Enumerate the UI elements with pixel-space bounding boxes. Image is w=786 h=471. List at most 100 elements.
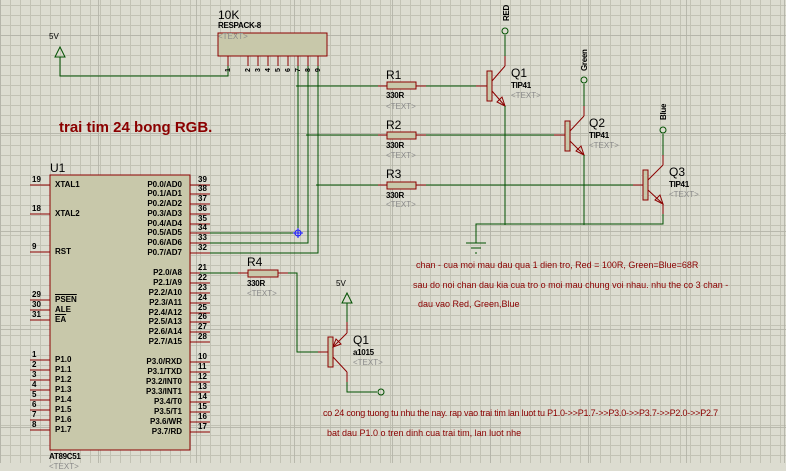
page-title: trai tim 24 bong RGB. bbox=[59, 119, 213, 136]
mcu-pin-number: 5 bbox=[32, 390, 37, 399]
mcu-pin-number: 24 bbox=[198, 293, 207, 302]
mcu-pin-number: 23 bbox=[198, 283, 207, 292]
mcu-ref: U1 bbox=[50, 161, 66, 175]
mcu-pin-number: 34 bbox=[198, 223, 207, 232]
transistor-q1-tip41[interactable] bbox=[486, 56, 506, 107]
mcu-pin-number: 35 bbox=[198, 214, 207, 223]
mcu-pin-name: P3.6/WR bbox=[149, 417, 182, 426]
power-terminal-5v-top[interactable] bbox=[54, 45, 66, 58]
transistor-q3-tip41[interactable] bbox=[642, 155, 664, 214]
mcu-pin-number: 8 bbox=[32, 420, 37, 429]
mcu-pin-name: P3.2/INT0 bbox=[145, 377, 182, 386]
mcu-pin-number: 1 bbox=[32, 350, 37, 359]
mcu-pin-name: P1.0 bbox=[55, 355, 72, 364]
mcu-pin-number: 13 bbox=[198, 382, 207, 391]
terminal-label-green: Green bbox=[580, 49, 589, 71]
mcu-pin-number: 18 bbox=[32, 204, 41, 213]
terminal-blue[interactable] bbox=[659, 126, 667, 134]
mcu-pin-name: P2.7/A15 bbox=[148, 337, 182, 346]
q1-type: TIP41 bbox=[511, 81, 531, 90]
terminal-red[interactable] bbox=[501, 27, 509, 35]
mcu-pin-number: 32 bbox=[198, 243, 207, 252]
mcu-pin-name: P1.3 bbox=[55, 385, 72, 394]
wire-rp10[interactable] bbox=[200, 66, 319, 254]
respack-pins bbox=[227, 56, 319, 66]
transistor-q2-tip41[interactable] bbox=[564, 106, 585, 156]
mcu-pin-name: P1.2 bbox=[55, 375, 72, 384]
resistor-r4[interactable] bbox=[238, 269, 288, 278]
terminal-green[interactable] bbox=[580, 76, 588, 84]
mcu-pin-name: P1.7 bbox=[55, 425, 72, 434]
mcu-pin-number: 7 bbox=[32, 410, 37, 419]
wire-rp9a[interactable] bbox=[200, 66, 309, 244]
mcu-pin-name: ALE bbox=[55, 305, 71, 314]
resistor-r1[interactable] bbox=[378, 81, 426, 90]
mcu-pin-lines bbox=[30, 184, 210, 433]
resistor-r2[interactable] bbox=[378, 131, 426, 140]
junction-marker[interactable] bbox=[293, 228, 303, 238]
wire-rp8[interactable] bbox=[200, 66, 299, 234]
mcu-pin-number: 21 bbox=[198, 263, 207, 272]
mcu-pin-name: P0.3/AD3 bbox=[147, 209, 182, 218]
note-line-1: chan - cua moi mau dau qua 1 dien tro, R… bbox=[416, 260, 699, 270]
r4-text: <TEXT> bbox=[247, 289, 277, 298]
q2-text: <TEXT> bbox=[589, 141, 619, 150]
mcu-pin-name: PSEN bbox=[55, 295, 77, 304]
note-line-5: bat dau P1.0 o tren dinh cua trai tim, l… bbox=[327, 428, 522, 438]
mcu-pin-number: 33 bbox=[198, 233, 207, 242]
mcu-pin-number: 16 bbox=[198, 412, 207, 421]
mcu-pin-number: 11 bbox=[198, 362, 207, 371]
r3-value: 330R bbox=[386, 191, 404, 200]
respack-pin-number: 9 bbox=[315, 68, 322, 72]
mcu-body[interactable] bbox=[49, 174, 191, 451]
r1-text: <TEXT> bbox=[386, 102, 416, 111]
mcu-pin-number: 36 bbox=[198, 204, 207, 213]
power-label-5v-top: 5V bbox=[49, 32, 59, 41]
r2-value: 330R bbox=[386, 141, 404, 150]
mcu-pin-name: P3.1/TXD bbox=[147, 367, 182, 376]
respack-body[interactable] bbox=[217, 32, 328, 57]
mcu-pin-number: 12 bbox=[198, 372, 207, 381]
r2-text: <TEXT> bbox=[386, 151, 416, 160]
mcu-pin-number: 39 bbox=[198, 175, 207, 184]
terminal-label-red: RED bbox=[502, 5, 511, 21]
mcu-pin-name: P2.1/A9 bbox=[153, 278, 182, 287]
ground-symbol[interactable] bbox=[466, 242, 486, 254]
resistor-r3[interactable] bbox=[378, 181, 426, 190]
respack-pin-number: 7 bbox=[295, 68, 302, 72]
q3-text: <TEXT> bbox=[669, 190, 699, 199]
q1-pnp-ref: Q1 bbox=[353, 333, 370, 347]
mcu-pin-name: XTAL2 bbox=[55, 209, 80, 218]
mcu-pin-name: P2.3/A11 bbox=[149, 298, 182, 307]
mcu-pin-name: P1.1 bbox=[55, 365, 72, 374]
mcu-pin-number: 26 bbox=[198, 312, 207, 321]
r4-ref: R4 bbox=[247, 255, 263, 269]
mcu-pin-name: P2.5/A13 bbox=[148, 317, 182, 326]
mcu-pin-name: P2.4/A12 bbox=[148, 308, 182, 317]
mcu-pin-name: P0.2/AD2 bbox=[147, 199, 182, 208]
r2-ref: R2 bbox=[386, 118, 402, 132]
mcu-pin-name: P1.5 bbox=[55, 405, 72, 414]
mcu-pin-name: P0.1/AD1 bbox=[147, 189, 182, 198]
mcu-pin-name: P1.4 bbox=[55, 395, 72, 404]
mcu-pin-name: P0.4/AD4 bbox=[147, 219, 182, 228]
mcu-pin-number: 27 bbox=[198, 322, 207, 331]
power-terminal-5v-bottom[interactable] bbox=[341, 291, 353, 304]
mcu-pin-number: 22 bbox=[198, 273, 207, 282]
respack-type: RESPACK-8 bbox=[218, 21, 261, 30]
mcu-pin-number: 38 bbox=[198, 184, 207, 193]
wire-ground-bus[interactable] bbox=[475, 214, 664, 243]
mcu-pin-number: 6 bbox=[32, 400, 37, 409]
mcu-pin-number: 2 bbox=[32, 360, 37, 369]
respack-pin-number: 1 bbox=[225, 68, 232, 72]
mcu-pin-name: P0.5/AD5 bbox=[147, 228, 182, 237]
transistor-q1-a1015[interactable] bbox=[327, 322, 348, 382]
power-label-5v-bottom: 5V bbox=[336, 279, 346, 288]
respack-value: 10K bbox=[218, 8, 240, 22]
terminal-output[interactable] bbox=[377, 388, 385, 396]
wire-5v-respack[interactable] bbox=[59, 57, 229, 77]
mcu-pin-number: 9 bbox=[32, 242, 37, 251]
mcu-pin-name: P2.2/A10 bbox=[148, 288, 182, 297]
mcu-pin-name: P0.7/AD7 bbox=[147, 248, 182, 257]
